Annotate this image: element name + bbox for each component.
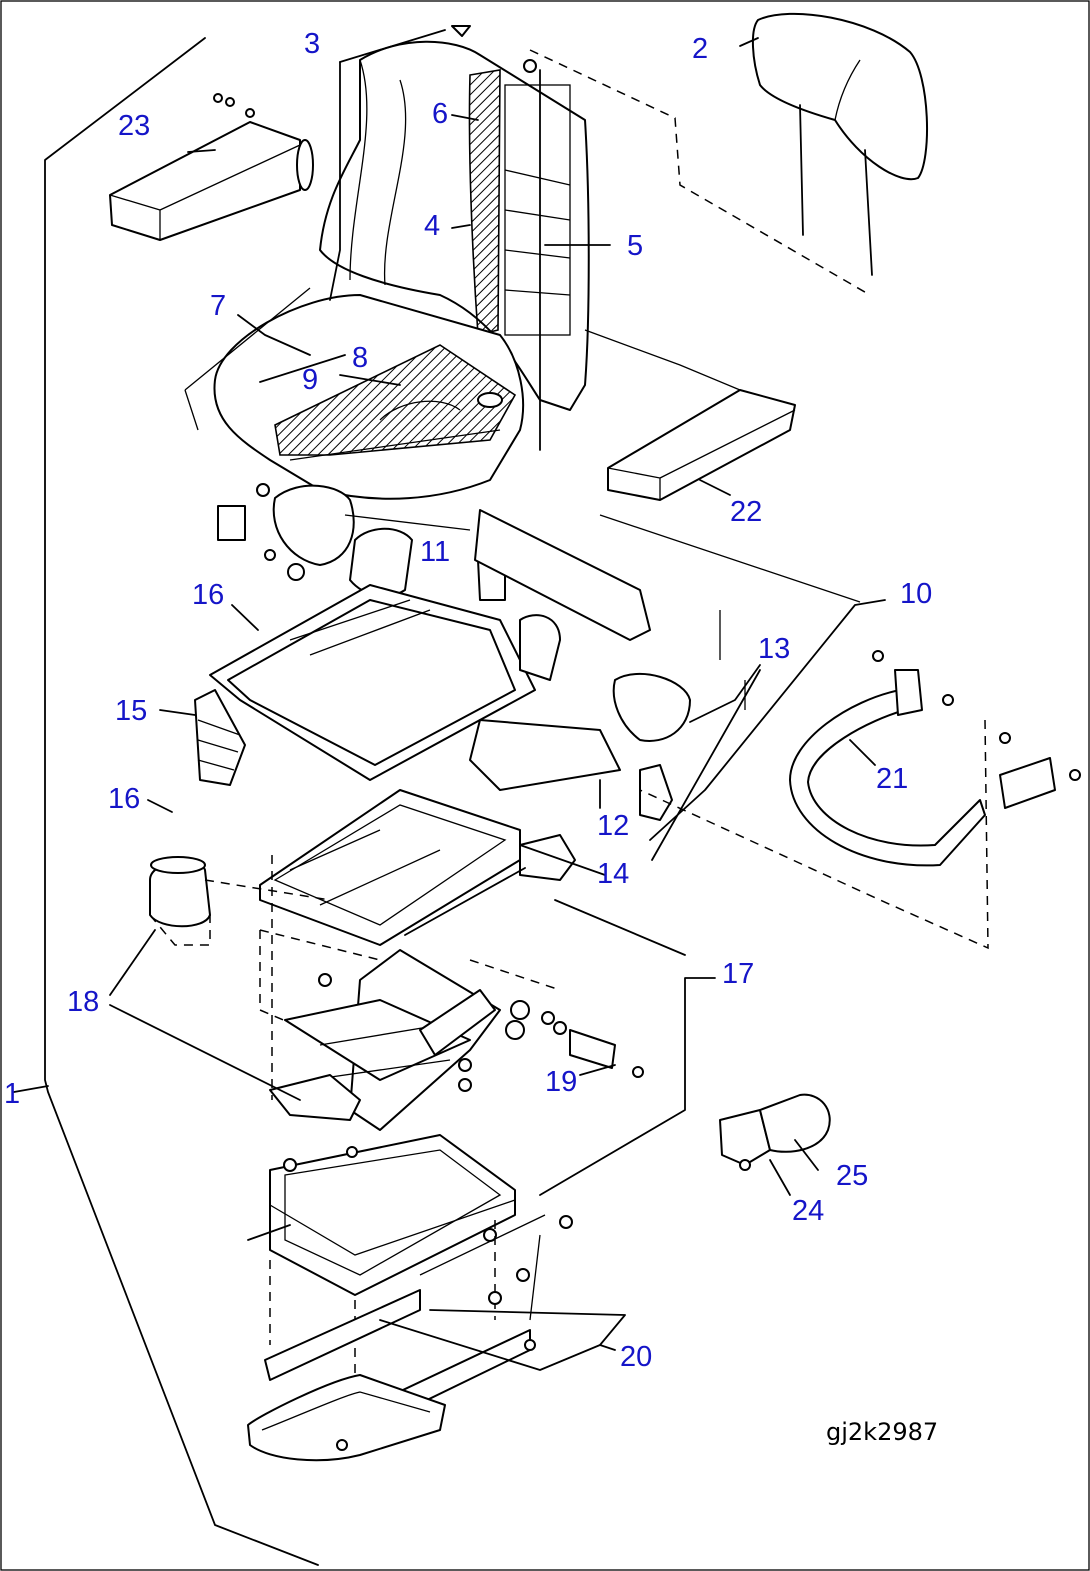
callout-22: 22	[730, 496, 763, 528]
leader-lines	[109, 29, 886, 1371]
callout-7: 7	[210, 290, 227, 322]
callout-14: 14	[597, 858, 630, 890]
callout-16-bottom: 16	[108, 783, 141, 815]
callout-13: 13	[758, 633, 791, 665]
air-spring	[149, 856, 331, 946]
armrest-right	[584, 329, 796, 501]
callout-20: 20	[620, 1341, 653, 1373]
scissor-suspension	[259, 929, 644, 1131]
floor-plate	[247, 1374, 446, 1462]
callout-23: 23	[118, 110, 151, 142]
callout-11: 11	[420, 536, 451, 568]
headrest	[529, 12, 929, 296]
callout-6: 6	[432, 98, 449, 130]
callout-19: 19	[545, 1066, 578, 1098]
callout-18: 18	[67, 986, 100, 1018]
callout-4: 4	[424, 210, 441, 242]
callout-16-top: 16	[192, 579, 225, 611]
seat-belt	[639, 650, 1081, 950]
recliner-mechanism	[217, 483, 506, 601]
assembly-bracket-1	[13, 37, 319, 1566]
callout-12: 12	[597, 810, 630, 842]
callout-8: 8	[352, 342, 369, 374]
suspension-base-frame	[247, 1134, 516, 1380]
callout-24: 24	[792, 1195, 825, 1227]
callout-9: 9	[302, 364, 319, 396]
callout-15: 15	[115, 695, 148, 727]
armrest-left	[109, 93, 314, 241]
callout-21: 21	[876, 763, 909, 795]
callout-17: 17	[722, 958, 755, 990]
seat-frame	[194, 509, 861, 881]
callout-1: 1	[4, 1078, 21, 1110]
callout-10: 10	[900, 578, 933, 610]
callout-25: 25	[836, 1160, 869, 1192]
callout-5: 5	[627, 230, 644, 262]
lumbar-pump	[719, 1093, 831, 1171]
backrest	[319, 25, 590, 451]
callout-2: 2	[692, 33, 709, 65]
suspension-upper-frame	[259, 789, 526, 1100]
seat-cushion	[184, 287, 525, 500]
reference-code: gj2k2987	[826, 1418, 939, 1446]
callout-3: 3	[304, 28, 321, 60]
